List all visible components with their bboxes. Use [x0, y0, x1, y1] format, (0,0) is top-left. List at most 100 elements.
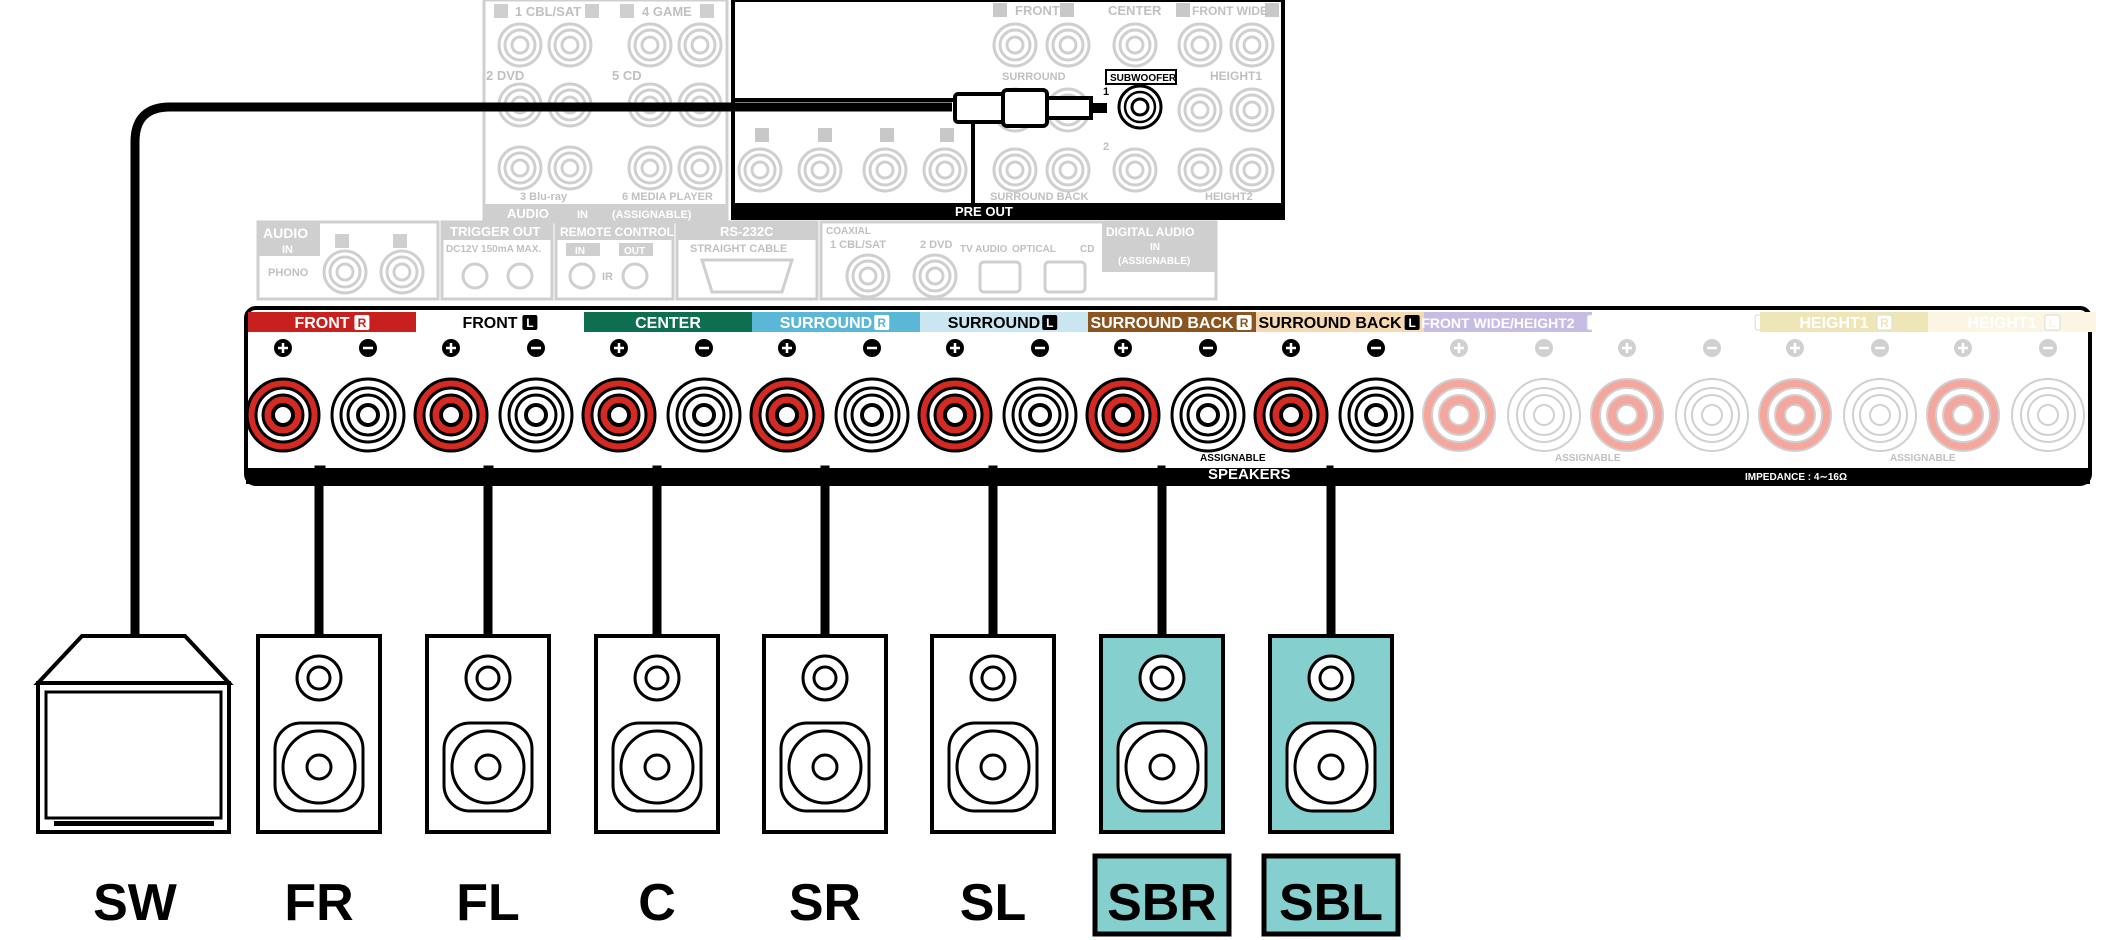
- trigger-spec: DC12V 150mA MAX.: [446, 244, 541, 255]
- terminal-label-3: CENTER: [584, 312, 752, 332]
- remote-control-label: REMOTE CONTROL: [560, 225, 674, 239]
- negative-terminal: [666, 377, 742, 453]
- terminal-label-text: HEIGHT1: [1967, 315, 2036, 332]
- terminal-label-7: SURROUND BACK L: [1256, 312, 1424, 332]
- audio-in-assignable: (ASSIGNABLE): [612, 209, 692, 221]
- negative-terminal: [1338, 377, 1414, 453]
- audio-in-dvd: 2 DVD: [486, 68, 524, 83]
- terminal-label-text: CENTER: [635, 315, 701, 332]
- pre-out-height2: HEIGHT2: [1205, 191, 1253, 203]
- terminal-pair-2: [413, 339, 574, 453]
- pre-out-height1: HEIGHT1: [1210, 69, 1262, 83]
- speaker-label: SL: [960, 874, 1026, 932]
- negative-terminal: [1507, 378, 1581, 452]
- lower-audio-label: AUDIO: [263, 225, 308, 241]
- negative-terminal: [498, 377, 574, 453]
- pre-out-label: PRE OUT: [955, 204, 1013, 219]
- positive-terminal: [1085, 377, 1161, 453]
- positive-terminal: [1253, 377, 1329, 453]
- pre-out-center: CENTER: [1108, 3, 1162, 18]
- negative-terminal: [1170, 377, 1246, 453]
- terminal-side-R: R: [358, 316, 367, 330]
- terminal-side-R: R: [1880, 316, 1889, 330]
- positive-terminal: [1926, 378, 2000, 452]
- pre-out-front: FRONT: [1015, 3, 1060, 18]
- terminal-pair-5: [917, 339, 1078, 453]
- speakers-label: SPEAKERS: [1208, 466, 1291, 483]
- speaker-label: SR: [789, 874, 861, 932]
- phono-label: PHONO: [268, 267, 309, 279]
- opt-cd-label: CD: [1080, 244, 1094, 255]
- terminal-label-text: SURROUND BACK: [1258, 315, 1402, 332]
- pre-out-surround-back: SURROUND BACK: [990, 191, 1088, 203]
- optical-label: OPTICAL: [1012, 244, 1056, 255]
- terminal-side-L: L: [2049, 316, 2056, 330]
- speaker-label: FR: [284, 874, 353, 932]
- assignable-label-height: ASSIGNABLE: [1890, 453, 1956, 464]
- terminal-label-text: FRONT: [294, 315, 349, 332]
- rs232c-label: RS-232C: [720, 224, 774, 239]
- pre-out-surround: SURROUND: [1002, 71, 1066, 83]
- speaker-fr: FR: [256, 634, 382, 932]
- speaker-label: SBR: [1107, 874, 1217, 932]
- speaker-label: SW: [93, 874, 178, 932]
- terminal-label-text: SURROUND BACK: [1090, 315, 1234, 332]
- audio-in-cbl-sat: 1 CBL/SAT: [515, 4, 581, 19]
- pre-out-front-wide: FRONT WIDE: [1192, 4, 1268, 18]
- terminal-pair-10: [1758, 339, 1917, 452]
- terminal-label-text: FRONT: [462, 315, 517, 332]
- remote-in-label: IN: [575, 246, 585, 257]
- coax-dvd: 2 DVD: [920, 239, 952, 251]
- terminal-pairs: [245, 339, 2085, 453]
- terminal-label-text: HEIGHT1: [1799, 315, 1868, 332]
- lower-audio-in: IN: [282, 244, 293, 256]
- positive-terminal: [1422, 378, 1496, 452]
- terminal-label-11: HEIGHT1 L: [1928, 312, 2096, 332]
- coax-cbl-sat: 1 CBL/SAT: [830, 239, 886, 251]
- subwoofer-cable: [130, 88, 1107, 635]
- terminal-side-L: L: [526, 316, 533, 330]
- terminal-label-9: FRONT WIDE/HEIGHT2L: [1589, 312, 1771, 332]
- subwoofer-pre-out-jack: [1117, 84, 1163, 130]
- assignable-label-active: ASSIGNABLE: [1200, 453, 1266, 464]
- trigger-out-label: TRIGGER OUT: [450, 224, 540, 239]
- impedance-label: IMPEDANCE : 4∼16Ω: [1745, 472, 1847, 483]
- speaker-label: SBL: [1279, 874, 1383, 932]
- speaker-label: FL: [456, 874, 520, 932]
- terminal-label-text: FRONT WIDE/HEIGHT2: [1421, 315, 1574, 331]
- positive-terminal: [1758, 378, 1832, 452]
- digital-audio-label: DIGITAL AUDIO: [1106, 225, 1194, 239]
- terminal-side-L: L: [1408, 316, 1415, 330]
- assignable-label-fwh: ASSIGNABLE: [1555, 453, 1621, 464]
- speaker-fl: FL: [425, 634, 551, 932]
- digital-in-label: IN: [1150, 242, 1160, 253]
- terminal-label-text: SURROUND: [780, 315, 872, 332]
- terminal-pair-4: [749, 339, 910, 453]
- terminal-label-1: FRONT R: [248, 312, 416, 332]
- negative-terminal: [1843, 378, 1917, 452]
- speaker-label: C: [638, 874, 676, 932]
- terminal-pair-3: [581, 339, 742, 453]
- terminal-pair-8: [1422, 339, 1581, 452]
- audio-in-media-player: 6 MEDIA PLAYER: [622, 191, 713, 203]
- terminal-pair-11: [1926, 339, 2085, 452]
- negative-terminal: [330, 377, 406, 453]
- positive-terminal: [413, 377, 489, 453]
- ir-label: IR: [602, 271, 613, 283]
- positive-terminal: [1590, 378, 1664, 452]
- audio-in-cd: 5 CD: [612, 68, 642, 83]
- lower-input-panel: AUDIO IN PHONO TRIGGER OUT DC12V 150mA M…: [256, 220, 1218, 301]
- terminal-pair-9: [1590, 339, 1749, 452]
- coaxial-label: COAXIAL: [826, 226, 871, 237]
- terminal-label-10: HEIGHT1 R: [1760, 312, 1928, 332]
- terminal-label-2: FRONT L: [416, 312, 584, 332]
- terminal-label-8: FRONT WIDE/HEIGHT2R: [1421, 312, 1603, 332]
- speaker-sl: SL: [930, 634, 1056, 932]
- audio-in-in-label: IN: [577, 209, 588, 221]
- pre-out-sub-1: 1: [1103, 86, 1109, 98]
- speaker-sbr: SBR: [1092, 634, 1232, 937]
